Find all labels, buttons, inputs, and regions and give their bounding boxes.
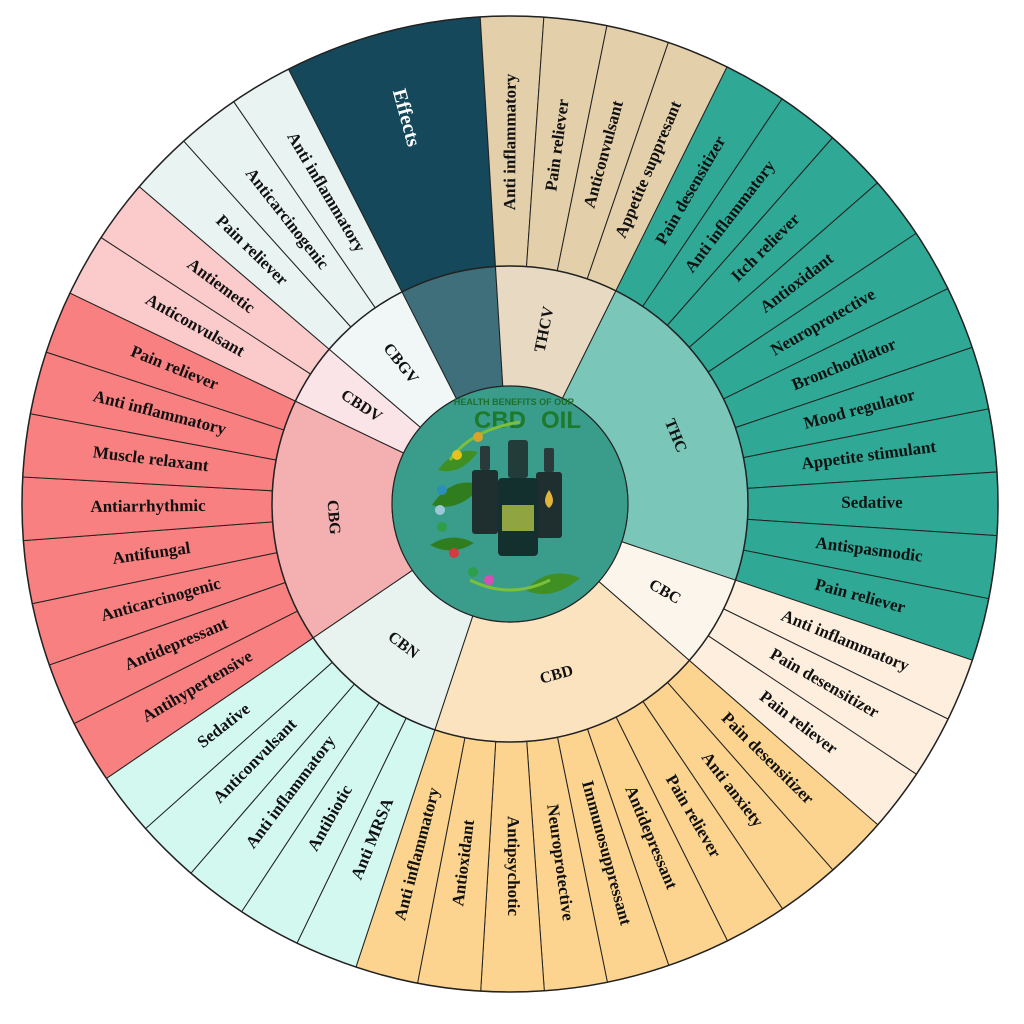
- molecule-dot-icon: [484, 575, 494, 585]
- bottle-icon: [472, 470, 498, 534]
- effect-label: Anti inflammatory: [500, 73, 520, 210]
- molecule-dot-icon: [473, 432, 483, 442]
- center-logo: HEALTH BENEFITS OF OUR CBD OIL: [391, 385, 629, 623]
- molecule-dot-icon: [437, 485, 447, 495]
- effect-label: Antipsychotic: [504, 816, 524, 917]
- leaf-icon: [525, 573, 580, 594]
- molecule-dot-icon: [449, 548, 459, 558]
- bottle-cap-icon: [480, 446, 490, 470]
- molecule-dot-icon: [452, 450, 462, 460]
- bottle-label-icon: [502, 505, 534, 531]
- logo-oil-text: OIL: [541, 407, 581, 434]
- effect-label: Antiarrhythmic: [90, 496, 206, 516]
- outer-ring-border: [21, 15, 999, 993]
- molecule-dot-icon: [468, 567, 478, 577]
- molecule-dot-icon: [437, 522, 447, 532]
- molecule-dot-icon: [435, 505, 445, 515]
- middle-ring-border: [271, 265, 749, 743]
- leaf-icon: [438, 450, 478, 472]
- cannabinoid-group-label: CBG: [324, 499, 344, 535]
- cbd-oil-bottles-icon: [430, 420, 580, 594]
- oil-drop-icon: [545, 490, 553, 508]
- logo-top-text: HEALTH BENEFITS OF OUR: [454, 397, 575, 407]
- logo-cbd-text: CBD: [474, 407, 526, 434]
- leaf-icon: [432, 482, 482, 507]
- effect-label: Sedative: [841, 493, 903, 512]
- leaf-icon: [430, 537, 474, 551]
- bottle-cap-icon: [508, 440, 528, 478]
- bottle-cap-icon: [544, 448, 554, 472]
